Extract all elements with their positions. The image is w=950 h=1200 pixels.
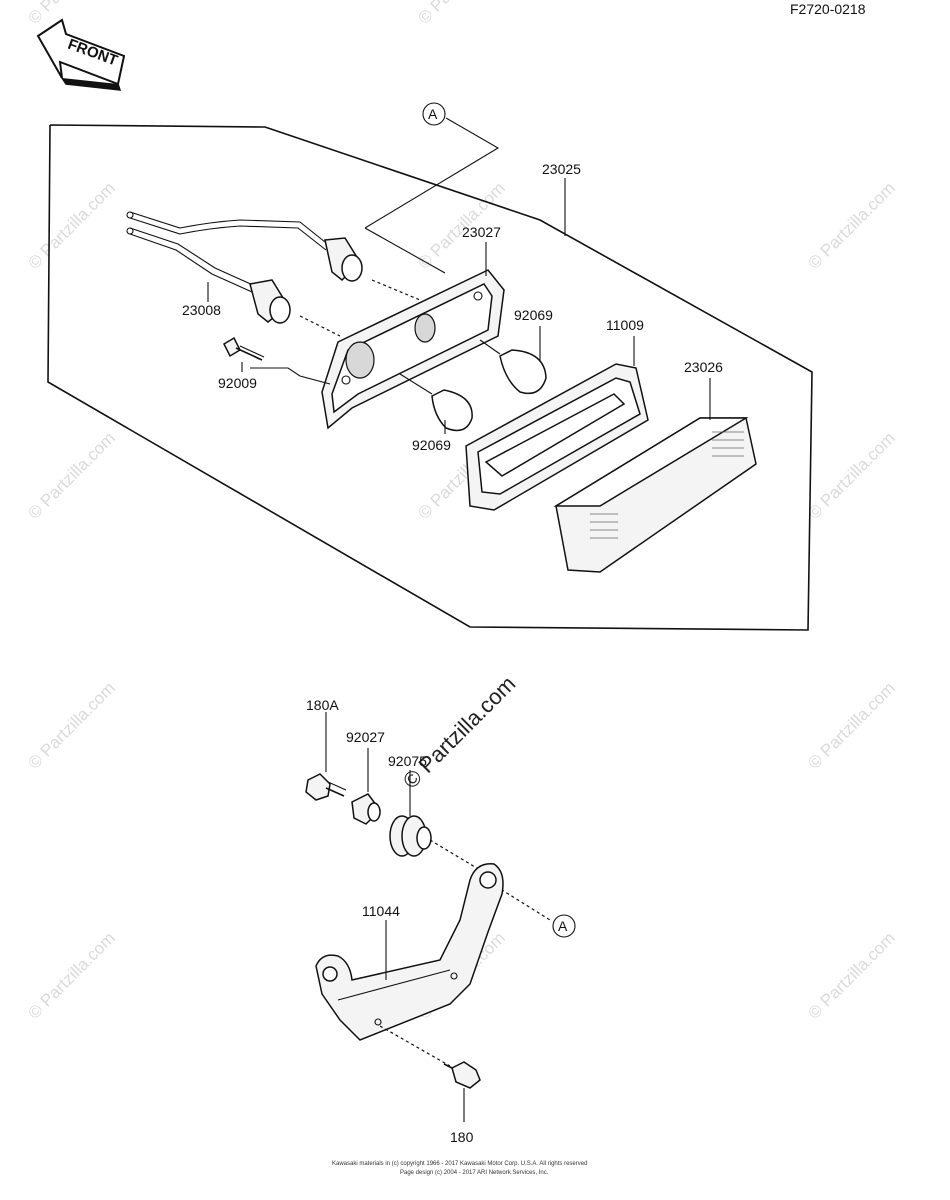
label-23025: 23025 (542, 161, 581, 177)
watermark: © Partzilla.com (414, 0, 508, 28)
lens-23026 (553, 417, 757, 573)
housing-23027 (299, 269, 505, 430)
assembly-outline (47, 124, 813, 631)
leader-lines-top (207, 178, 711, 434)
label-92009: 92009 (218, 375, 257, 391)
bulb-lower (399, 373, 473, 432)
wiring-harness (126, 211, 363, 324)
label-92075: 92075 (388, 753, 427, 769)
svg-text:A: A (428, 106, 438, 122)
diagram-code: F2720-0218 (790, 1, 866, 17)
watermark: © Partzilla.com (804, 928, 898, 1022)
watermark: © Partzilla.com (24, 678, 118, 772)
watermark-layer: © Partzilla.com © Partzilla.com © Partzi… (24, 0, 898, 1023)
bracket-11044 (315, 863, 504, 1067)
label-11044: 11044 (362, 903, 400, 919)
front-arrow-icon: FRONT (36, 18, 126, 91)
svg-text:A: A (558, 918, 568, 934)
label-11009: 11009 (606, 317, 644, 333)
watermark: © Partzilla.com (804, 428, 898, 522)
grommet-92075 (389, 770, 481, 871)
watermark: © Partzilla.com (804, 678, 898, 772)
label-23026: 23026 (684, 359, 723, 375)
watermark: © Partzilla.com (24, 928, 118, 1022)
watermark-center: © Partzilla.com (398, 671, 521, 794)
label-180: 180 (450, 1129, 474, 1145)
lens-pattern (590, 431, 744, 539)
watermark: © Partzilla.com (804, 178, 898, 272)
collar-92027 (351, 748, 381, 825)
bolt-180 (443, 1061, 481, 1122)
screw-92009 (223, 336, 331, 385)
bulb-upper (479, 339, 547, 395)
watermark: © Partzilla.com (24, 178, 118, 272)
gasket-11009 (465, 363, 649, 511)
label-92069-bottom: 92069 (412, 437, 451, 453)
footer-page-design: Page design (c) 2004 - 2017 ARI Network … (400, 1170, 549, 1176)
callout-a-top: A (364, 102, 500, 274)
watermark: © Partzilla.com (24, 0, 118, 28)
bolt-180A (305, 712, 347, 801)
watermark: © Partzilla.com (24, 428, 118, 522)
label-92069-top: 92069 (514, 307, 553, 323)
label-92027: 92027 (346, 729, 385, 745)
label-180A: 180A (306, 697, 339, 713)
label-23027: 23027 (462, 224, 501, 240)
label-23008: 23008 (182, 302, 221, 318)
footer-copyright: Kawasaki materials in (c) copyright 1966… (332, 1161, 587, 1167)
